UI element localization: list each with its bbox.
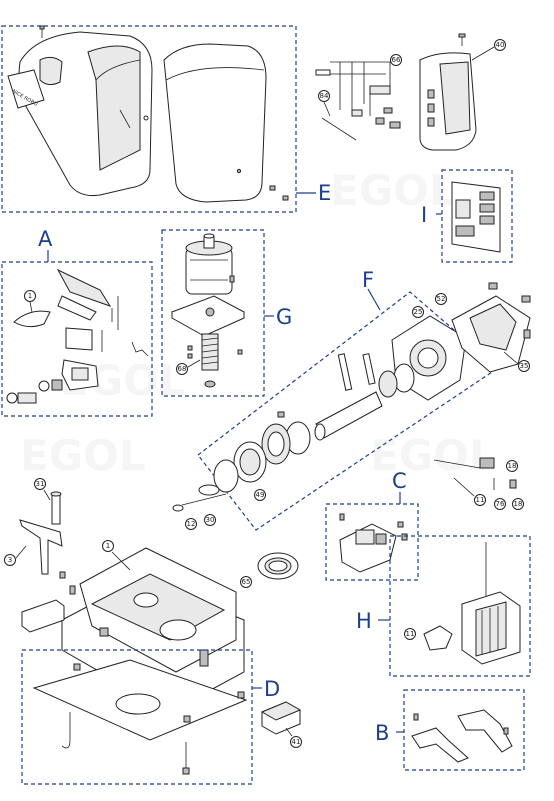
group-e: E NICE ROBO bbox=[1, 25, 331, 213]
callout-30: 30 bbox=[206, 516, 215, 524]
group-g: G 68 bbox=[161, 229, 292, 397]
group-h: H 11 bbox=[356, 535, 531, 677]
capacitor-block bbox=[339, 513, 408, 573]
callout-12: 12 bbox=[187, 520, 196, 528]
wiring-harness: 66 bbox=[315, 54, 402, 117]
callout-31: 31 bbox=[36, 480, 45, 488]
group-e-dummy: E bbox=[0, 0, 1, 1]
callout-11-b: 11 bbox=[406, 630, 415, 638]
callout-18: 18 bbox=[508, 462, 517, 470]
callout-35: 35 bbox=[520, 362, 529, 370]
group-d-box bbox=[21, 649, 253, 785]
callout-84: 84 bbox=[320, 92, 329, 100]
group-b: B bbox=[375, 689, 525, 771]
group-g-label: G bbox=[276, 305, 292, 329]
group-a: A 1 bbox=[1, 227, 153, 417]
group-a-box bbox=[1, 261, 153, 417]
base-plate bbox=[32, 659, 248, 775]
group-f: F 52 25 35 bbox=[172, 268, 531, 531]
release-lever-parts: 1 bbox=[6, 268, 149, 404]
output-shaft: 12 30 bbox=[172, 484, 227, 530]
motor-cover-front: NICE ROBO bbox=[7, 31, 153, 196]
ring-65: 65 bbox=[240, 552, 299, 588]
group-g-box bbox=[161, 229, 265, 397]
group-i-box bbox=[441, 169, 513, 263]
group-c-box bbox=[325, 503, 419, 581]
group-f-box bbox=[197, 291, 499, 531]
callout-11: 11 bbox=[476, 496, 485, 504]
callout-group-f: 52 25 35 bbox=[412, 293, 530, 372]
callout-76: 76 bbox=[496, 500, 505, 508]
fixing-brackets bbox=[411, 709, 513, 763]
screw-icon bbox=[269, 185, 289, 201]
lever-3: 3 bbox=[4, 519, 63, 575]
small-connector-parts bbox=[375, 107, 401, 129]
base-unit: 1 bbox=[61, 540, 245, 713]
callout-3: 3 bbox=[8, 556, 12, 564]
callout-40: 40 bbox=[496, 41, 505, 49]
limit-switch-parts: 18 11 76 18 bbox=[433, 457, 524, 510]
group-d-label: D bbox=[264, 677, 280, 701]
watermark: EGOL bbox=[20, 431, 146, 480]
callout-68: 68 bbox=[178, 365, 187, 373]
group-b-box bbox=[403, 689, 525, 771]
group-b-label: B bbox=[375, 721, 389, 745]
group-e-box bbox=[1, 25, 297, 213]
group-a-label: A bbox=[38, 227, 53, 251]
pin-31: 31 bbox=[34, 478, 62, 525]
screw-icon bbox=[39, 25, 45, 38]
callout-52: 52 bbox=[437, 295, 446, 303]
rod-84: 84 bbox=[318, 90, 357, 141]
group-c: C bbox=[325, 469, 419, 581]
motor-cover-side bbox=[163, 43, 267, 203]
group-i-label: I bbox=[421, 203, 427, 227]
motor: 68 bbox=[170, 233, 246, 388]
group-h-label: H bbox=[356, 609, 372, 633]
shaft-and-gears: 49 bbox=[213, 353, 415, 501]
block-41: 41 bbox=[260, 701, 302, 748]
group-d: D bbox=[21, 649, 280, 785]
transformer: 11 bbox=[404, 542, 521, 665]
callout-1-b: 1 bbox=[106, 542, 110, 550]
callout-49: 49 bbox=[256, 491, 265, 499]
callout-25: 25 bbox=[414, 308, 423, 316]
control-board bbox=[451, 181, 501, 253]
callout-1: 1 bbox=[28, 292, 32, 300]
group-h-box bbox=[389, 535, 531, 677]
group-c-label: C bbox=[392, 469, 407, 493]
group-i: I bbox=[421, 169, 513, 263]
bracket-40: 40 bbox=[419, 33, 506, 151]
callout-66: 66 bbox=[392, 56, 401, 64]
group-e-label: E bbox=[318, 181, 331, 205]
group-f-label: F bbox=[362, 268, 374, 292]
callout-65: 65 bbox=[242, 578, 251, 586]
callout-18-b: 18 bbox=[514, 500, 523, 508]
block-part bbox=[21, 571, 76, 633]
watermark: EGOL bbox=[330, 166, 456, 215]
watermark: EGOL bbox=[370, 431, 496, 480]
callout-41: 41 bbox=[292, 738, 301, 746]
